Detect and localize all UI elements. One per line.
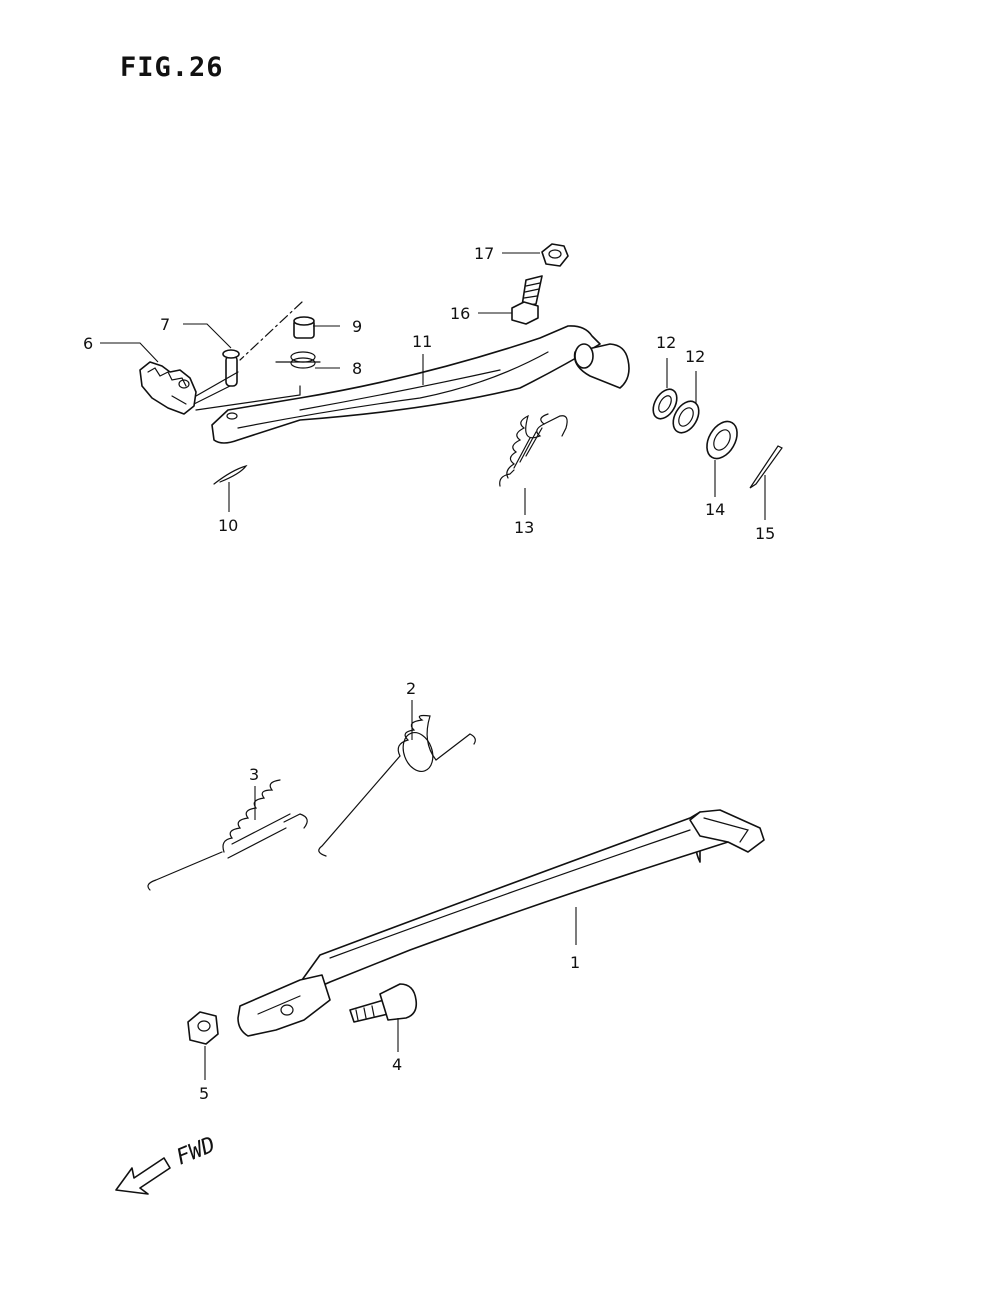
- fwd-label: FWD: [173, 1132, 219, 1170]
- callout-7: 7: [160, 315, 170, 334]
- callout-16: 16: [450, 304, 470, 323]
- pivot-nut: [187, 1011, 219, 1045]
- bush: [293, 316, 315, 339]
- callout-13: 13: [514, 518, 534, 537]
- callout-12-upper: 12: [656, 333, 676, 352]
- pedal-tip: [139, 361, 197, 415]
- callout-11: 11: [412, 332, 432, 351]
- side-stand-spring-inner: [147, 779, 308, 891]
- adjuster-bolt: [511, 275, 543, 325]
- return-spring-small: [275, 351, 321, 369]
- callout-2: 2: [406, 679, 416, 698]
- callout-6: 6: [83, 334, 93, 353]
- callout-4: 4: [392, 1055, 402, 1074]
- pivot-bolt: [349, 983, 418, 1023]
- callout-17: 17: [474, 244, 494, 263]
- callout-15: 15: [755, 524, 775, 543]
- side-stand-spring-outer: [318, 714, 476, 857]
- cotter-pin-large: [749, 445, 783, 489]
- lock-nut: [541, 243, 569, 267]
- leader-lines: [100, 252, 766, 1080]
- callout-12-lower: 12: [685, 347, 705, 366]
- callout-9: 9: [352, 317, 362, 336]
- callout-14: 14: [705, 500, 725, 519]
- callout-3: 3: [249, 765, 259, 784]
- arrow-left-down-icon: [115, 1157, 171, 1195]
- washer-upper: [652, 388, 678, 420]
- flat-washer: [706, 420, 738, 460]
- callout-10: 10: [218, 516, 238, 535]
- figure-title: FIG.26: [120, 52, 224, 83]
- callout-8: 8: [352, 359, 362, 378]
- callout-1: 1: [570, 953, 580, 972]
- brake-pedal-spring: [499, 413, 568, 487]
- cotter-pin-small: [213, 464, 248, 485]
- washer-lower: [672, 400, 700, 434]
- brake-pedal-arm: [211, 325, 630, 444]
- clevis-pin: [222, 349, 240, 387]
- callout-5: 5: [199, 1084, 209, 1103]
- side-stand: [237, 809, 765, 1037]
